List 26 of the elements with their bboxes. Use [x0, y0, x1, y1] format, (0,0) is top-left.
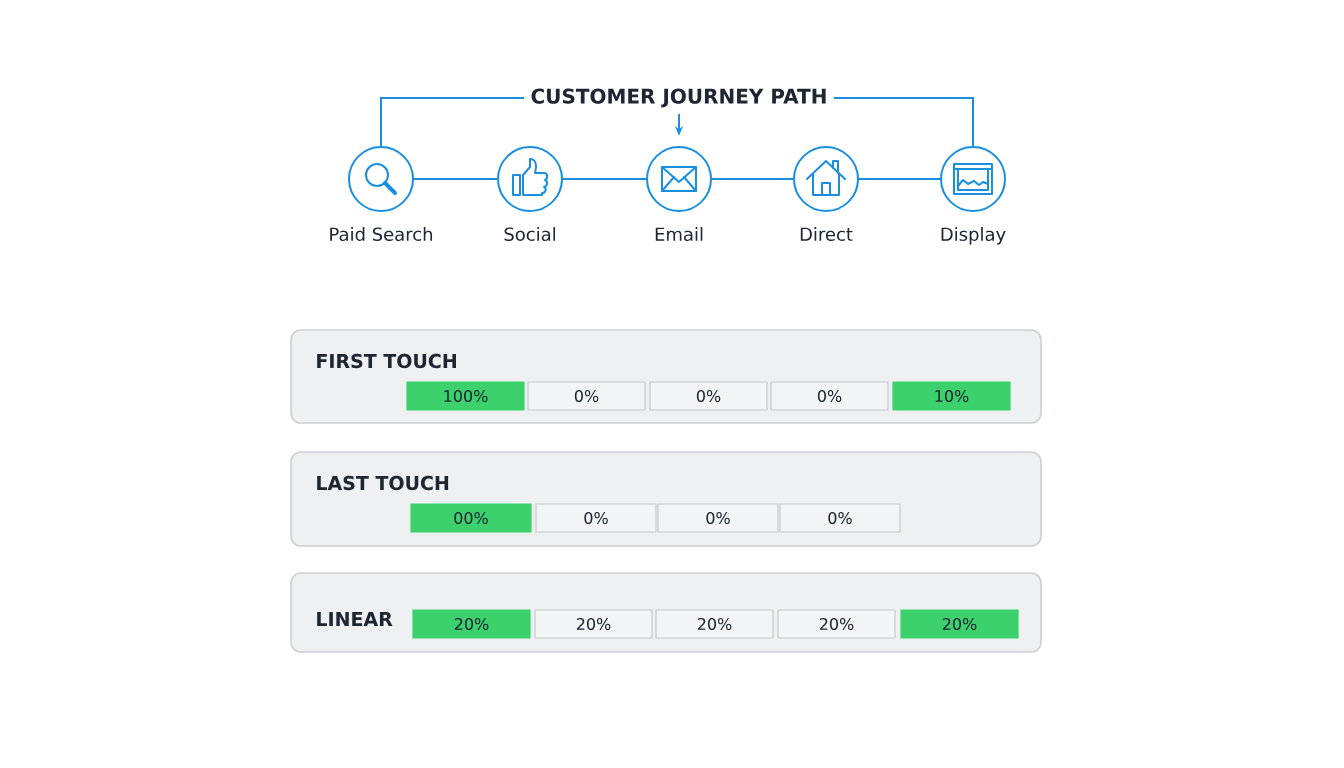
connector [832, 97, 974, 147]
value-cell: 0% [527, 381, 646, 411]
value-cell: 20% [534, 609, 653, 639]
node-label: Social [504, 227, 556, 241]
node-label: Direct [800, 227, 853, 241]
value-cell: 10% [892, 381, 1011, 411]
connector [413, 178, 498, 180]
node-label: Display [941, 227, 1006, 245]
value-cell: 0% [770, 381, 889, 411]
node-label: Paid Search [330, 227, 433, 241]
connector [711, 178, 794, 180]
value-cell: 20% [900, 609, 1019, 639]
value-cell: 00% [410, 503, 532, 533]
value-cell: 20% [412, 609, 531, 639]
value-cell: 0% [779, 503, 901, 533]
value-cell: 0% [535, 503, 657, 533]
value-cell: 20% [655, 609, 774, 639]
connector [562, 178, 647, 180]
node-label: Email [655, 227, 703, 241]
value-cell: 0% [649, 381, 768, 411]
connector [380, 97, 526, 147]
value-cell: 20% [777, 609, 896, 639]
connector [858, 178, 941, 180]
value-cell: 100% [406, 381, 525, 411]
value-cell: 0% [657, 503, 779, 533]
diagram-title: CUSTOMER JOURNEY PATH [531, 88, 826, 108]
